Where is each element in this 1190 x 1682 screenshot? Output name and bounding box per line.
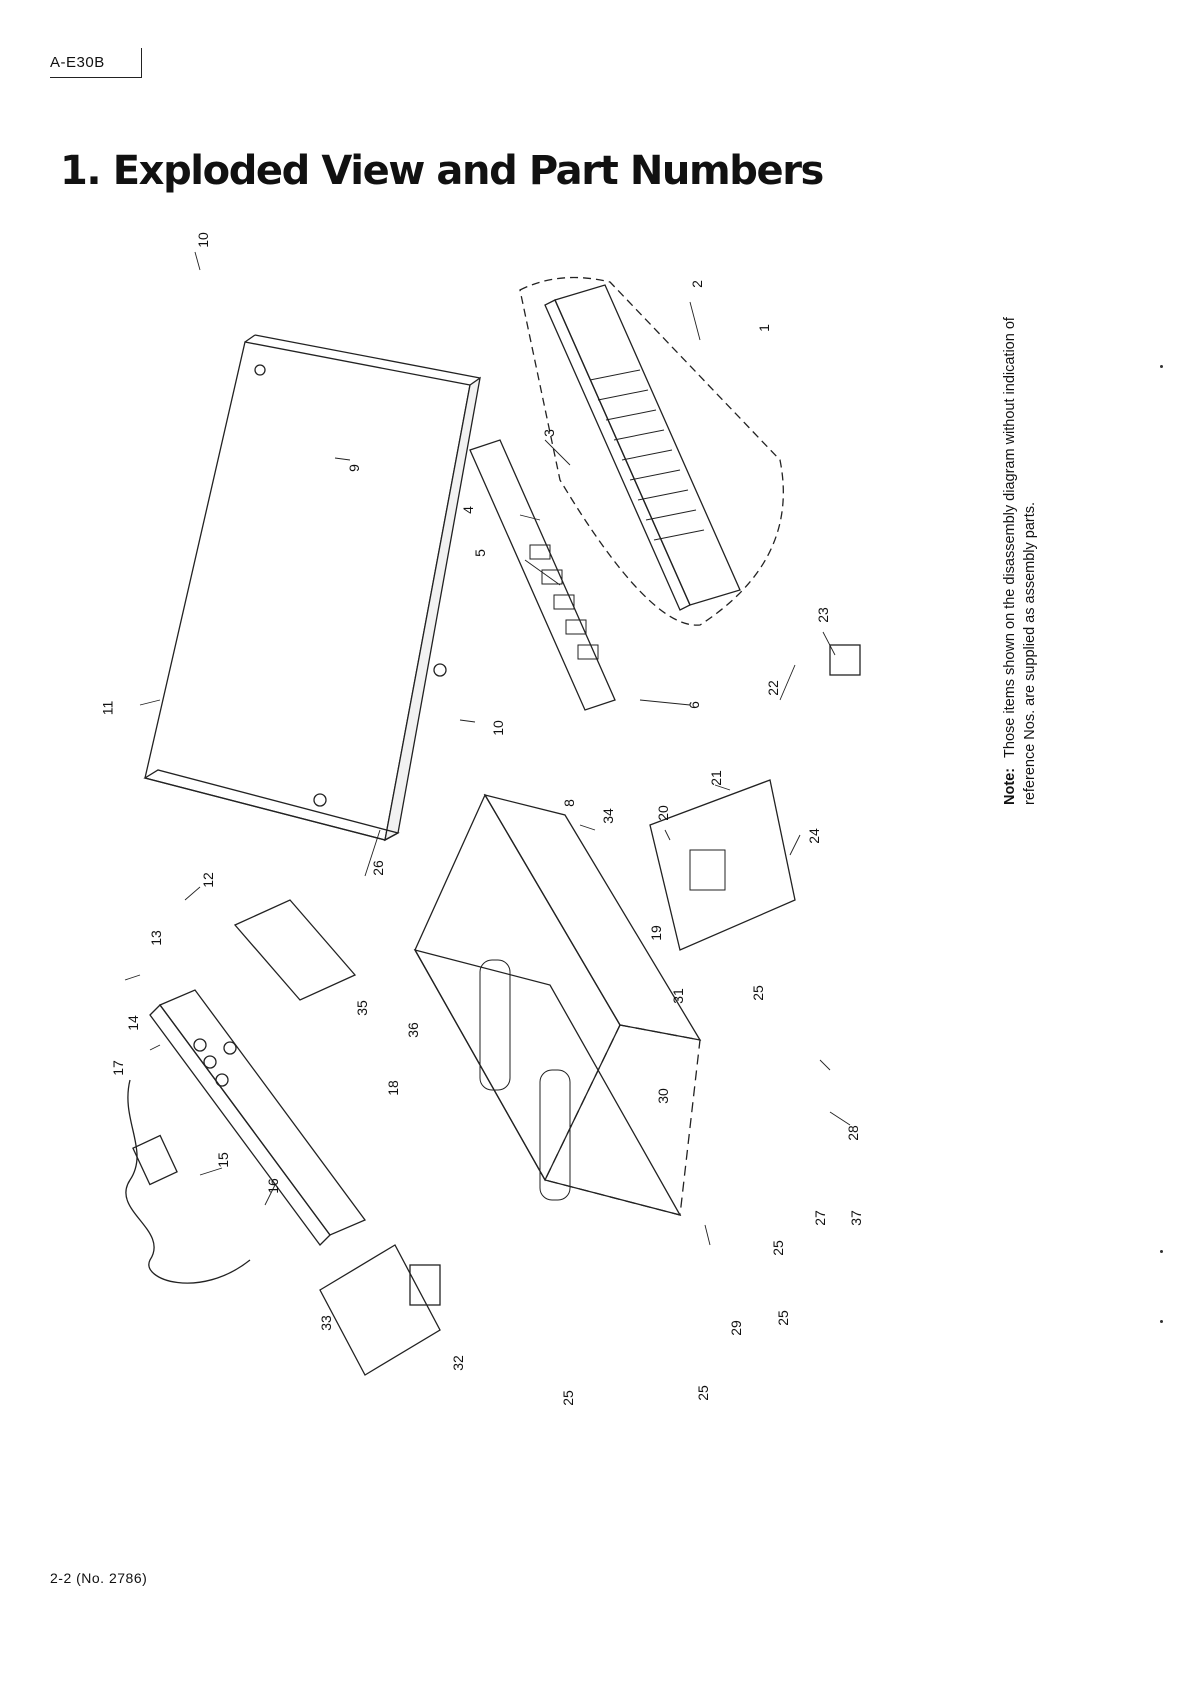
callout-18: 18 [385,1080,401,1096]
callout-29: 29 [728,1320,744,1336]
callout-25c: 25 [775,1310,791,1326]
note-text: Those items shown on the disassembly dia… [1002,317,1038,805]
callout-25a: 25 [750,985,766,1001]
callout-27: 27 [812,1210,828,1226]
callout-10a: 10 [195,232,211,248]
callout-26: 26 [370,860,386,876]
callout-30: 30 [655,1088,671,1104]
callout-25d: 25 [695,1385,711,1401]
callout-6: 6 [686,701,702,709]
callout-20: 20 [655,805,671,821]
callout-9: 9 [346,464,362,472]
callout-24: 24 [806,828,822,844]
callout-31: 31 [670,988,686,1004]
margin-dot [1160,1320,1163,1323]
callout-16: 16 [265,1178,281,1194]
callout-4: 4 [460,506,476,514]
callout-22: 22 [765,680,781,696]
callout-8: 8 [561,799,577,807]
callout-21: 21 [708,770,724,786]
callout-12: 12 [200,872,216,888]
callout-28: 28 [845,1125,861,1141]
callout-2: 2 [689,280,705,288]
callout-17: 17 [110,1060,126,1076]
page-footer: 2-2 (No. 2786) [50,1570,147,1586]
callout-23: 23 [815,607,831,623]
callout-5: 5 [472,549,488,557]
callout-37: 37 [848,1210,864,1226]
callout-36: 36 [405,1022,421,1038]
callout-32: 32 [450,1355,466,1371]
callout-3: 3 [541,429,557,437]
callout-10b: 10 [490,720,506,736]
callout-1: 1 [756,324,772,332]
callout-34: 34 [600,808,616,824]
callout-25e: 25 [560,1390,576,1406]
margin-dot [1160,365,1163,368]
assembly-note: Note:Those items shown on the disassembl… [1000,285,1040,805]
callout-11: 11 [99,701,115,716]
callout-15: 15 [215,1152,231,1168]
callout-25b: 25 [770,1240,786,1256]
callout-33: 33 [318,1315,334,1331]
callout-14: 14 [125,1015,141,1031]
margin-dot [1160,1250,1163,1253]
note-label: Note: [1002,768,1018,805]
callout-19: 19 [648,925,664,941]
callout-35: 35 [354,1000,370,1016]
callout-13: 13 [148,930,164,946]
